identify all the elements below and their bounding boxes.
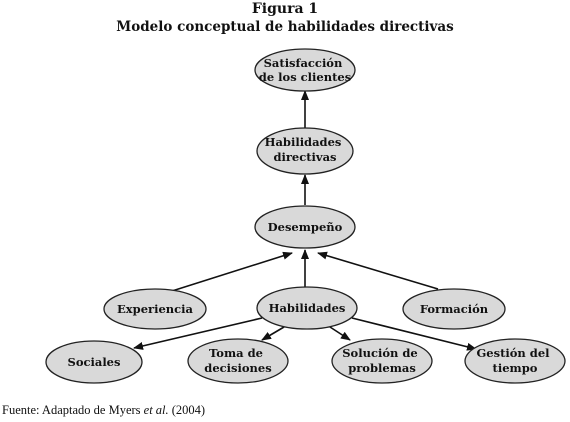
node-gestion-tiempo: Gestión del tiempo: [464, 338, 566, 384]
source-suffix: (2004): [168, 403, 206, 417]
node-satisfaccion-clientes: Satisfacción de los clientes: [254, 48, 356, 92]
svg-text:Desempeño: Desempeño: [268, 220, 343, 234]
svg-text:Satisfacción de los cl: Satisfacción de los clientes: [259, 56, 351, 84]
node-habilidades-directivas-line-1: Habilidades: [265, 135, 342, 149]
arrow-habilidades-to-gestion-tiempo: [351, 317, 477, 351]
arrow-formacion-to-desempeno: [317, 251, 439, 290]
node-solucion-problemas: Solución de problemas: [331, 338, 433, 384]
arrow-habilidades-to-toma-decisiones: [261, 326, 285, 341]
svg-text:Gestión del tiempo: Gestión del tiempo: [476, 346, 553, 375]
arrow-habilidades-to-solucion-problemas: [329, 326, 351, 341]
arrow-habilidades-to-sociales: [133, 317, 263, 350]
node-experiencia-label: Experiencia: [117, 302, 193, 316]
svg-text:Toma de decisiones: Toma de decisiones: [204, 346, 271, 375]
node-toma-decisiones-line-2: decisiones: [204, 361, 271, 375]
node-sociales: Sociales: [45, 340, 143, 384]
svg-text:Habilidades directivas: Habilidades directivas: [265, 135, 346, 164]
svg-text:Formación: Formación: [420, 302, 489, 316]
node-habilidades-directivas: Habilidades directivas: [256, 127, 354, 175]
node-toma-decisiones: Toma de decisiones: [187, 338, 289, 384]
node-desempeno: Desempeño: [254, 205, 356, 249]
source-italic: et al.: [143, 403, 169, 417]
svg-text:Experiencia: Experiencia: [117, 302, 193, 316]
figure-caption: Modelo conceptual de habilidades directi…: [116, 19, 454, 35]
node-solucion-problemas-line-1: Solución de: [342, 346, 417, 360]
node-experiencia: Experiencia: [103, 288, 207, 330]
arrow-experiencia-to-desempeno: [171, 251, 293, 292]
node-formacion-label: Formación: [420, 302, 489, 316]
node-habilidades: Habilidades: [256, 286, 358, 330]
node-habilidades-label: Habilidades: [269, 301, 346, 315]
source-prefix: Fuente: Adaptado de Myers: [2, 403, 144, 417]
node-gestion-tiempo-line-1: Gestión del: [476, 346, 550, 360]
node-solucion-problemas-line-2: problemas: [348, 361, 416, 375]
source-note: Fuente: Adaptado de Myers et al. (2004): [2, 403, 205, 418]
svg-text:Solución de problemas: Solución de problemas: [342, 346, 421, 375]
node-formacion: Formación: [402, 288, 506, 330]
node-desempeno-label: Desempeño: [268, 220, 343, 234]
node-gestion-tiempo-line-2: tiempo: [493, 361, 538, 375]
node-toma-decisiones-line-1: Toma de: [209, 346, 263, 360]
svg-text:Habilidades: Habilidades: [269, 301, 346, 315]
figure-label: Figura 1: [251, 1, 319, 17]
node-habilidades-directivas-line-2: directivas: [273, 150, 336, 164]
node-satisfaccion-line-2: de los clientes: [259, 70, 351, 84]
edges: [133, 90, 477, 351]
nodes: Satisfacción de los clientes Habilidades…: [45, 48, 566, 384]
node-satisfaccion-line-1: Satisfacción: [264, 56, 343, 70]
node-sociales-label: Sociales: [68, 355, 121, 369]
svg-text:Sociales: Sociales: [68, 355, 121, 369]
